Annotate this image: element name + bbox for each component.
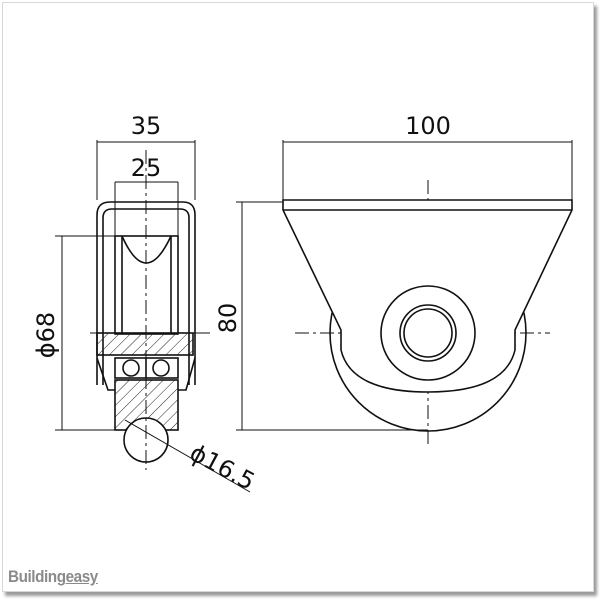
dim-plate-width: 100 <box>405 112 451 140</box>
dim-groove-diameter: ϕ16.5 <box>185 439 259 496</box>
logo: Buildingeasy <box>8 567 98 587</box>
logo-accent-text: easy <box>65 567 99 586</box>
front-view <box>282 199 573 432</box>
logo-main-text: Building <box>8 567 66 586</box>
dim-wheel-width: 25 <box>131 154 162 182</box>
dim-wheel-diameter: ϕ68 <box>32 312 60 358</box>
dim-bracket-width: 35 <box>131 112 162 140</box>
dim-total-height: 80 <box>214 303 242 334</box>
